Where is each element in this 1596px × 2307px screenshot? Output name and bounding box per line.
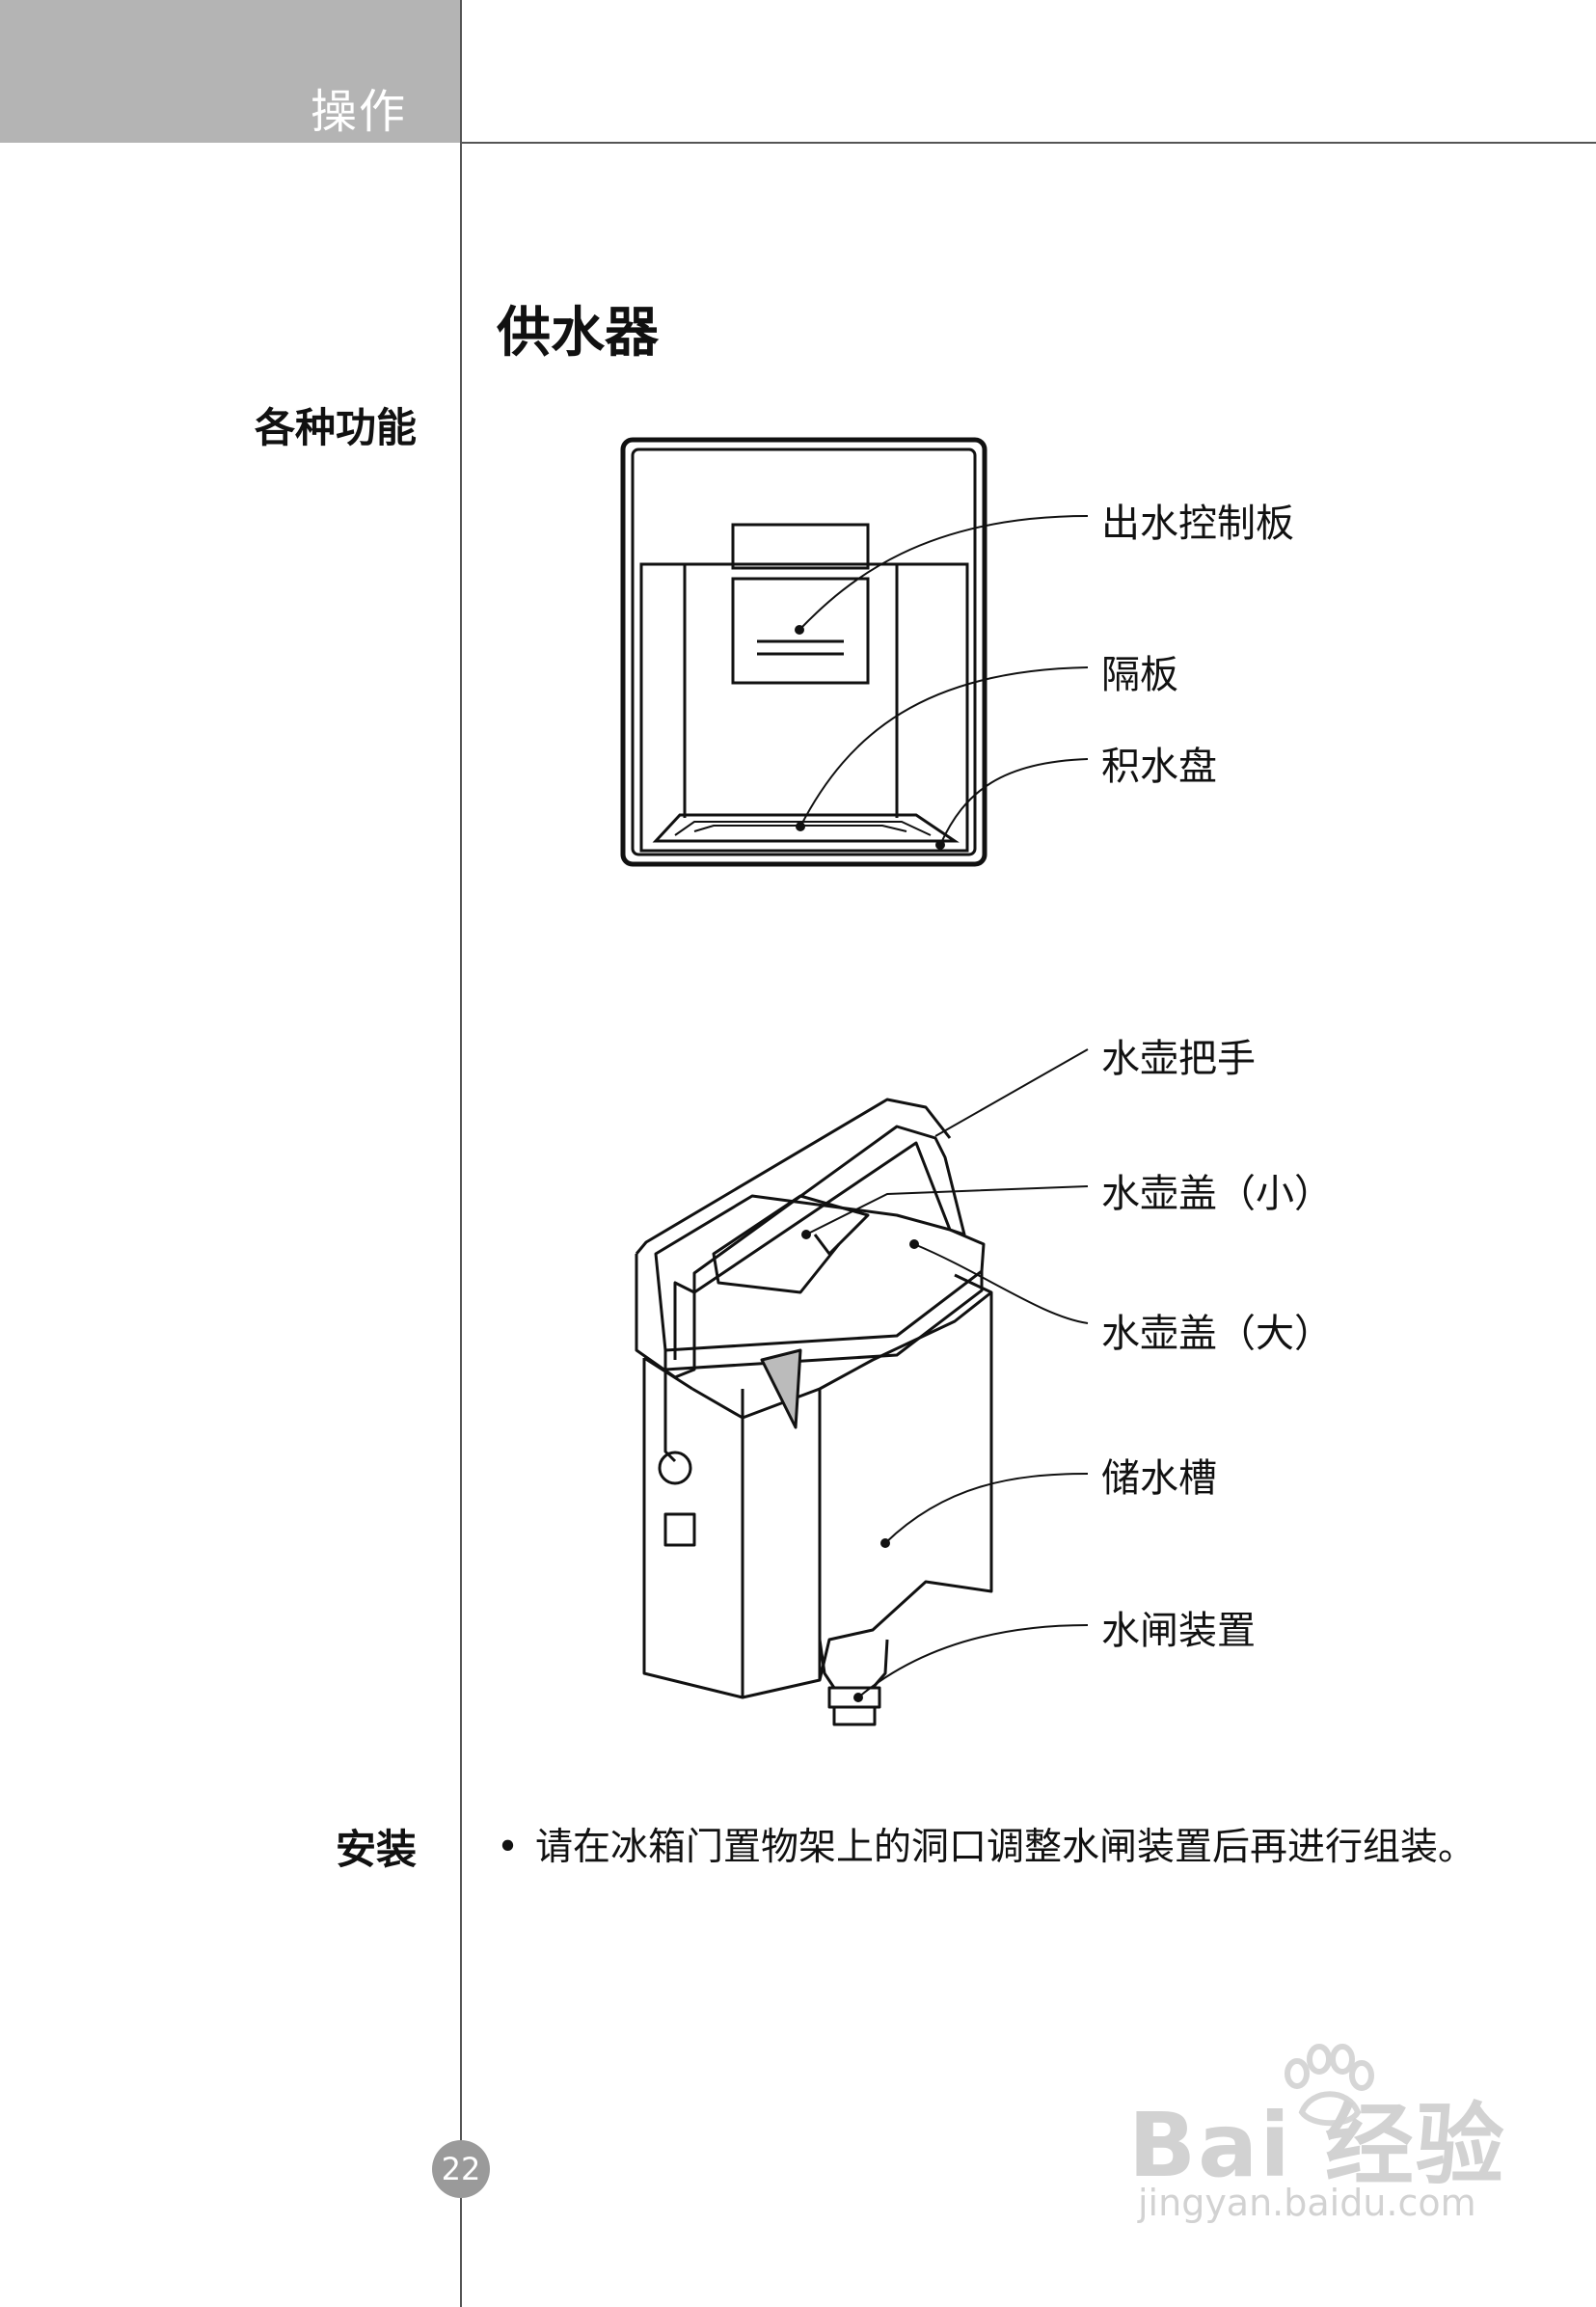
label-valve: 水闸装置	[1101, 1609, 1256, 1653]
label-lid-large: 水壶盖（大）	[1101, 1312, 1333, 1356]
page-number: 22	[432, 2140, 490, 2198]
label-tank: 储水槽	[1101, 1456, 1217, 1501]
label-lid-small: 水壶盖（小）	[1101, 1172, 1333, 1216]
label-drip-tray: 积水盘	[1101, 745, 1217, 789]
section-tab: 操作	[0, 0, 460, 143]
bullet-dot: •	[497, 1826, 520, 1869]
margin-rule	[460, 0, 462, 2307]
header-rule	[460, 142, 1596, 144]
installation-text: 请在冰箱门置物架上的洞口调整水闸装置后再进行组装。	[535, 1826, 1476, 1869]
installation-bullet: • 请在冰箱门置物架上的洞口调整水闸装置后再进行组装。	[497, 1817, 1475, 1871]
section-title: 操作	[311, 85, 408, 139]
baidu-watermark: Bai 经验 jingyan.baidu.com	[1128, 2044, 1533, 2247]
paw-icon	[1285, 2044, 1374, 2127]
label-control-panel: 出水控制板	[1101, 502, 1294, 546]
watermark-url: jingyan.baidu.com	[1138, 2182, 1476, 2224]
page-title: 供水器	[497, 302, 659, 365]
label-divider: 隔板	[1101, 653, 1178, 697]
watermark-logo: Bai 经验	[1128, 2094, 1506, 2197]
installation-label: 安装	[335, 1826, 417, 1873]
features-label: 各种功能	[254, 404, 417, 451]
label-handle: 水壶把手	[1101, 1037, 1256, 1081]
